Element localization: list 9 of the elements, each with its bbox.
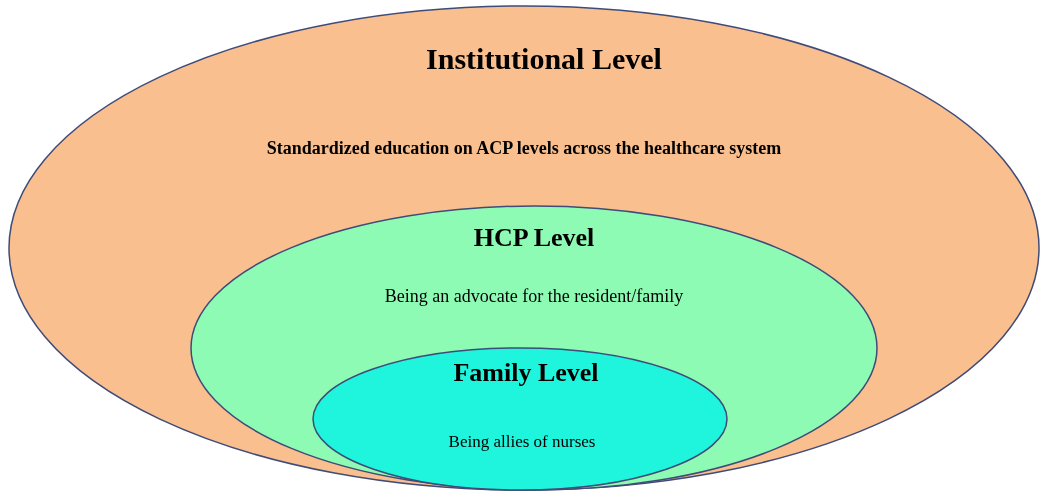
level-description: Standardized education on ACP levels across the healthcare system (266, 138, 782, 159)
level-ellipse (190, 205, 878, 491)
level-ellipse (8, 5, 1040, 491)
level-description: Being allies of nurses (448, 432, 596, 452)
level-ellipse (312, 347, 728, 491)
level-title: Family Level (453, 358, 599, 388)
level-description: Being an advocate for the resident/family (384, 286, 684, 307)
level-title: Institutional Level (426, 42, 662, 76)
level-title: HCP Level (473, 223, 595, 253)
